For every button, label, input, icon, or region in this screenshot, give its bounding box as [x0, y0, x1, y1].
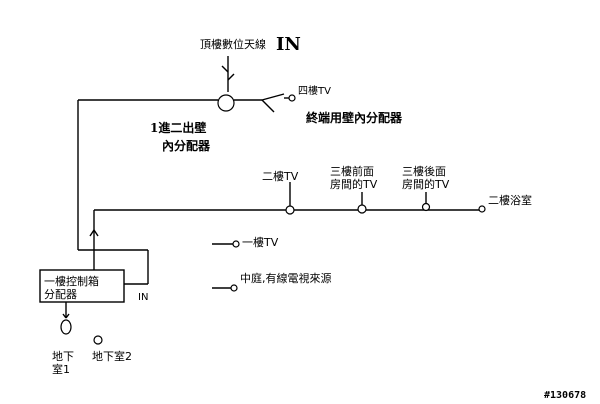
terminal-splitter-label: 終端用壁內分配器: [306, 110, 403, 125]
terminal-splitter-icon: [234, 93, 290, 113]
splitter-label-line1: 1進二出壁: [150, 120, 206, 135]
arrow-b1-left: [62, 313, 67, 319]
basement1-label-line2: 室1: [52, 362, 70, 376]
fourth-floor-outlet-icon: [288, 94, 296, 102]
second-bath-outlet-icon: [478, 205, 486, 213]
splitter-label-line2: 內分配器: [162, 138, 211, 153]
rooftop-in-label: IN: [276, 34, 301, 55]
arrow-b1-right: [65, 313, 70, 319]
basement2-label: 地下室2: [92, 349, 132, 363]
third-front-label-line2: 房間的TV: [330, 177, 378, 191]
third-back-label-line1: 三樓後面: [402, 164, 446, 178]
third-back-label-line2: 房間的TV: [402, 177, 450, 191]
second-bath-label: 二樓浴室: [488, 193, 532, 207]
courtyard-label: 中庭,有線電視來源: [240, 271, 332, 285]
second-floor-outlet-icon: [285, 205, 295, 215]
first-floor-outlet-icon: [232, 240, 240, 248]
rooftop-antenna-label: 頂樓數位天線: [200, 37, 266, 51]
antenna-icon: [221, 56, 235, 92]
fourth-floor-tv-label: 四樓TV: [298, 84, 331, 97]
basement1-label-line1: 地下: [52, 350, 74, 363]
arrow-head-right: [93, 229, 99, 237]
watermark-label: #130678: [544, 390, 586, 401]
basement2-outlet-icon: [93, 335, 103, 345]
first-floor-tv-label: 一樓TV: [242, 235, 279, 249]
third-front-outlet-icon: [357, 204, 367, 214]
control-box: [39, 269, 125, 303]
control-box-in-label: IN: [138, 292, 148, 303]
basement1-outlet-icon: [60, 319, 72, 335]
third-front-label-line1: 三樓前面: [330, 164, 374, 178]
courtyard-outlet-icon: [230, 284, 238, 292]
control-box-label-line2: 分配器: [44, 288, 77, 301]
arrow-head-left: [89, 229, 95, 237]
wall-splitter-icon: [217, 94, 235, 112]
control-box-label-line1: 一樓控制箱: [44, 274, 99, 288]
third-back-outlet-icon: [421, 202, 431, 212]
second-floor-tv-label: 二樓TV: [262, 169, 299, 183]
